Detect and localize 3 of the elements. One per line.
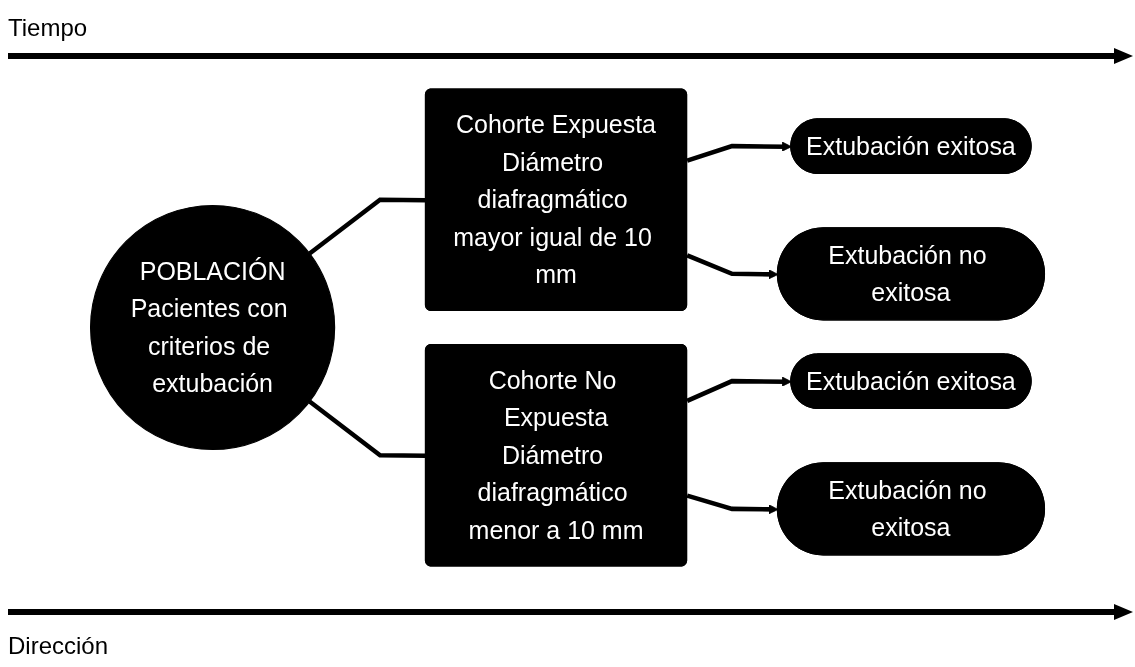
axis-label: Tiempo: [8, 14, 88, 42]
axis-label: Dirección: [8, 632, 109, 660]
node-circle: POBLACIÓN Pacientes con criterios de extubación: [90, 204, 336, 451]
